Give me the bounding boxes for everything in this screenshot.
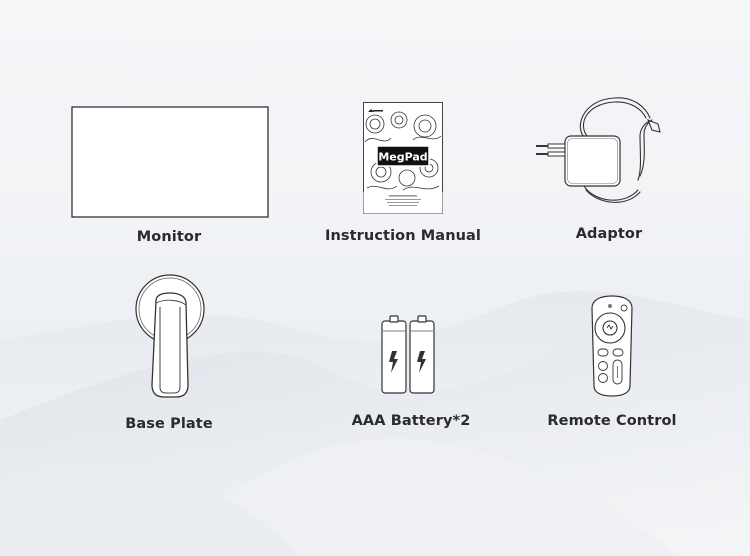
monitor-icon (71, 106, 269, 218)
base-plate-icon (135, 274, 205, 398)
adaptor-label: Adaptor (575, 226, 643, 242)
battery-label: AAA Battery*2 (351, 413, 471, 429)
manual-label: Instruction Manual (325, 228, 481, 244)
adaptor-icon (536, 97, 661, 203)
base-plate-label: Base Plate (125, 416, 213, 432)
remote-control-icon (591, 295, 633, 397)
remote-control-label: Remote Control (547, 413, 677, 429)
monitor-label: Monitor (136, 229, 202, 245)
battery-icon (381, 315, 435, 394)
manual-cover-title: MegPad (378, 151, 427, 164)
manual-icon: MegPad (363, 102, 443, 214)
